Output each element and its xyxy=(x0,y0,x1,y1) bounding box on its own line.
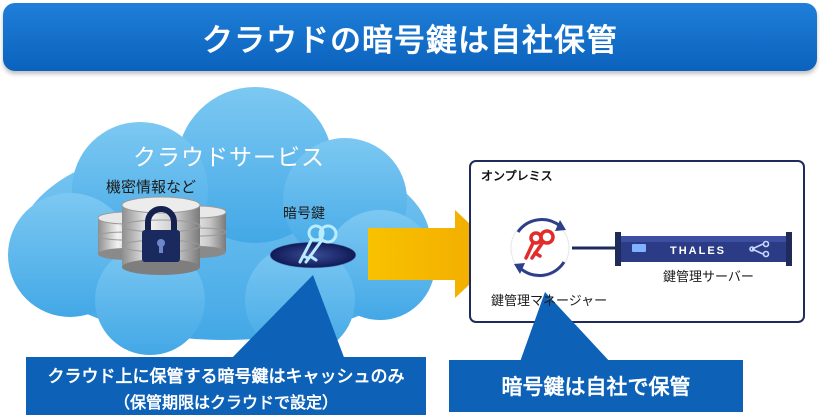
header-banner: クラウドの暗号鍵は自社保管 xyxy=(3,3,817,71)
onpremise-label: オンプレミス xyxy=(481,169,553,183)
callout-left-line2: （保管期限はクラウドで設定） xyxy=(113,393,338,412)
database-lock-icon xyxy=(97,196,227,275)
callout-left-pointer xyxy=(230,275,345,360)
cloud-key-icon xyxy=(269,224,357,269)
callout-self-managed: 暗号鍵は自社で保管 xyxy=(449,360,743,412)
confidential-info-label: 機密情報など xyxy=(106,178,197,196)
transfer-arrow xyxy=(368,210,502,298)
page-title: クラウドの暗号鍵は自社保管 xyxy=(202,22,618,59)
key-server-label: 鍵管理サーバー xyxy=(663,270,754,285)
cloud-service-label: クラウドサービス xyxy=(133,145,325,171)
callout-right-text: 暗号鍵は自社で保管 xyxy=(501,375,691,399)
callout-cache-only: クラウド上に保管する暗号鍵はキャッシュのみ （保管期限はクラウドで設定） xyxy=(26,357,426,415)
callout-left-line1: クラウド上に保管する暗号鍵はキャッシュのみ xyxy=(47,367,405,387)
encryption-key-label: 暗号鍵 xyxy=(283,206,325,222)
key-manager-label: 鍵管理マネージャー xyxy=(491,294,608,309)
